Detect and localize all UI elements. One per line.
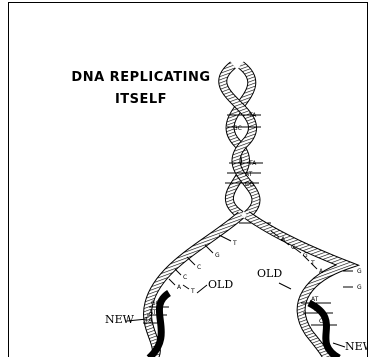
- unpaired-base: A: [319, 268, 324, 275]
- title-line-2: ITSELF: [114, 92, 168, 107]
- unpaired-base: G: [215, 252, 220, 259]
- base-pair-label: CG: [245, 181, 254, 188]
- base-pair-label: AT: [149, 309, 157, 316]
- unpaired-base: G: [357, 268, 362, 275]
- unpaired-base: G: [357, 284, 362, 291]
- base-pair-label: CG: [319, 318, 328, 325]
- unpaired-base: A: [281, 236, 286, 243]
- unpaired-base: C: [183, 274, 187, 281]
- unpaired-base: T: [232, 240, 237, 247]
- base-pair-label: TA: [248, 112, 257, 119]
- base-pair-label: TA: [144, 317, 153, 324]
- dna-helix-illustration: TA GC TA AT CG TA T G C C A: [105, 61, 368, 357]
- label-new-left: NEW: [105, 313, 135, 326]
- label-new-right: NEW: [345, 340, 368, 353]
- base-pair-label: TA: [248, 160, 257, 167]
- diagram-frame: DNA REPLICATING ITSELF TA GC TA AT: [8, 2, 368, 357]
- title-line-1: DNA REPLICATING: [71, 70, 211, 85]
- helix-strand-back-fill: [225, 62, 256, 218]
- label-old-right: OLD: [257, 267, 282, 280]
- leader-line-old-left: [196, 284, 208, 294]
- leader-line-new-right: [332, 342, 346, 348]
- left-new-strand: [146, 290, 172, 357]
- label-old-left: OLD: [208, 278, 233, 291]
- new-pairs-right: AT TA CG: [301, 296, 337, 326]
- right-old-strand-fill: [244, 212, 358, 357]
- diagram-title: DNA REPLICATING ITSELF: [61, 67, 221, 111]
- right-old-strand: [244, 211, 361, 357]
- unpaired-base: T: [190, 288, 195, 295]
- unpaired-base: G: [303, 252, 308, 259]
- base-pair-label: GC: [233, 125, 242, 132]
- leader-line-new-left: [126, 318, 148, 322]
- base-pair-label: AT: [311, 296, 319, 303]
- base-pair-label: TA: [312, 306, 321, 313]
- leader-line-old-right: [278, 282, 292, 290]
- base-pair-label: GC: [151, 300, 160, 307]
- right-new-strand: [307, 299, 341, 357]
- unpaired-bases-right: A C G T A: [270, 230, 324, 275]
- unpaired-base: T: [310, 260, 315, 267]
- unpaired-base: C: [197, 264, 201, 271]
- unpaired-base: A: [177, 284, 182, 291]
- new-pairs-left: GC AT TA: [143, 300, 169, 324]
- unpaired-bases-far-right: G G: [343, 268, 362, 291]
- helix-strand-front-fill: [219, 62, 260, 218]
- unpaired-bases-left: T G C C A T: [168, 234, 237, 295]
- base-pair-label: AT: [245, 171, 253, 178]
